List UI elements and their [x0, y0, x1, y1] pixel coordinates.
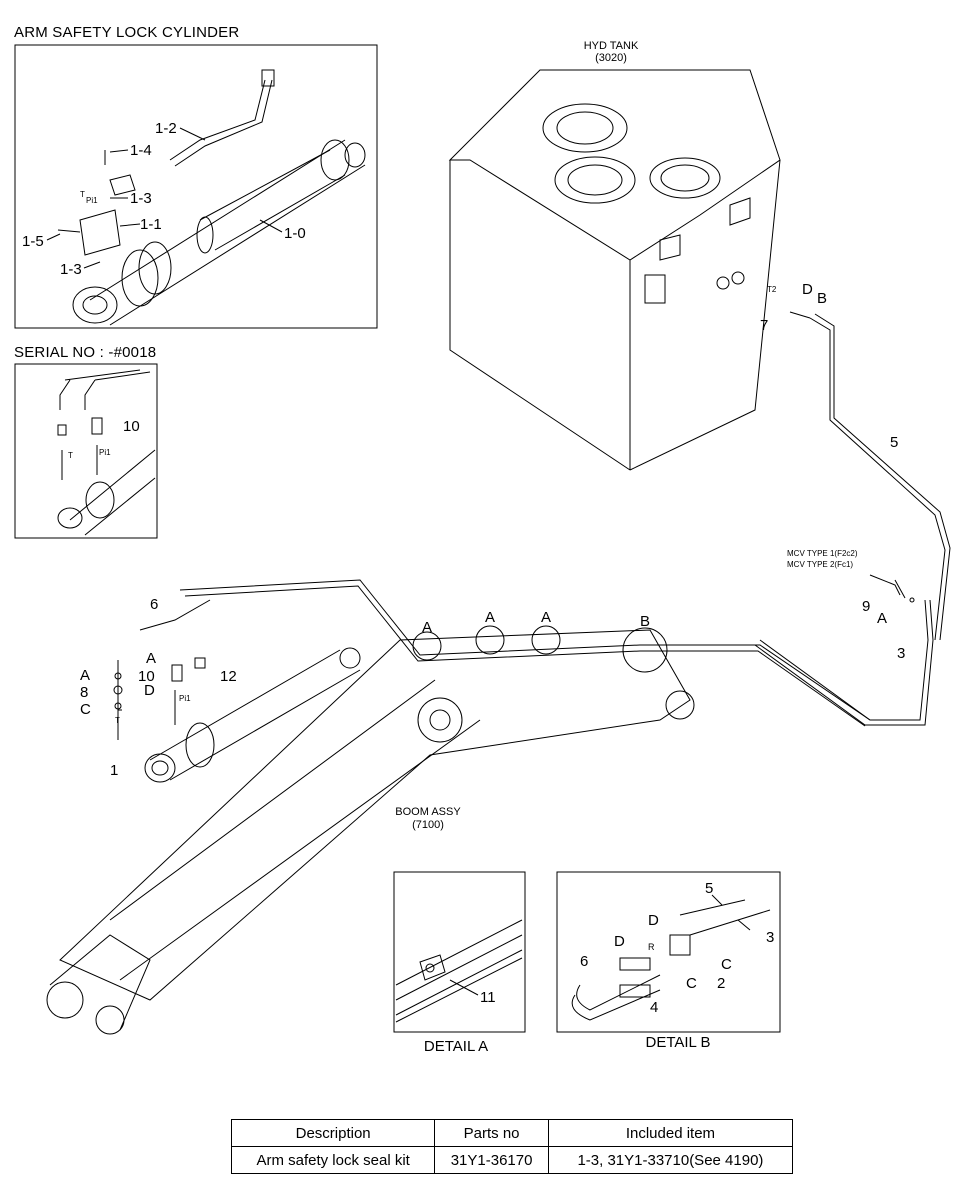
detail-a-marker-3 [531, 625, 561, 655]
label-1-1: 1-1 [140, 216, 162, 233]
circle-label-a2: A [485, 609, 495, 626]
table-header: Description [230, 1119, 436, 1147]
serial-title: SERIAL NO : -#0018 [14, 344, 157, 361]
circle-label-b: B [640, 613, 650, 630]
label-10: 10 [138, 668, 155, 685]
detail-b-label-r: R [648, 942, 655, 952]
table-header: Included item [547, 1119, 794, 1147]
detail-b-label-4: 4 [650, 999, 658, 1016]
detail-b-label-5: 5 [705, 880, 713, 897]
arm-cylinder-inset-frame [14, 44, 378, 329]
serial-inset-frame [14, 363, 158, 539]
table-cell: Arm safety lock seal kit [230, 1146, 436, 1174]
label-inset-pi1: Pi1 [86, 196, 98, 205]
label-9: 9 [862, 598, 870, 615]
arm-cylinder-title: ARM SAFETY LOCK CYLINDER [14, 24, 240, 41]
label-c-left: C [80, 701, 91, 718]
detail-b-label-d2: D [614, 933, 625, 950]
mcv-type2: MCV TYPE 2(Fc1) [787, 560, 853, 569]
hyd-tank-title: HYD TANK [584, 40, 639, 52]
detail-b-marker [622, 627, 668, 673]
label-12: 12 [220, 668, 237, 685]
table-header: Parts no [434, 1119, 549, 1147]
label-6: 6 [150, 596, 158, 613]
boom-assy-code: (7100) [412, 819, 444, 831]
detail-a-marker-2 [475, 625, 505, 655]
label-inset-t: T [80, 190, 85, 199]
hose-pipe-upper [179, 579, 871, 721]
label-b-tank: B [817, 290, 827, 307]
hose-5 [809, 317, 946, 641]
label-5: 5 [890, 434, 898, 451]
detail-b-label-c1: C [721, 956, 732, 973]
boom-assy-title: BOOM ASSY [395, 806, 461, 818]
boom-drawing [46, 629, 695, 1035]
label-7: 7 [760, 317, 768, 334]
detail-b-frame [556, 871, 781, 1033]
detail-a-title: DETAIL A [424, 1038, 488, 1055]
circle-label-a3: A [541, 609, 551, 626]
label-d-tank: D [802, 281, 813, 298]
label-t2: T2 [767, 285, 777, 294]
label-pi1-main: Pi1 [179, 694, 191, 703]
table-cell: 31Y1-36170 [434, 1146, 549, 1174]
circle-label-a1: A [422, 619, 432, 636]
detail-b-label-c2: C [686, 975, 697, 992]
mcv-type1: MCV TYPE 1(F2c2) [787, 549, 858, 558]
table-header-row: Description Parts no Included item [230, 1119, 794, 1147]
label-serial-t: T [68, 451, 73, 460]
table-row: Arm safety lock seal kit 31Y1-36170 1-3,… [230, 1146, 794, 1174]
detail-b-title: DETAIL B [645, 1034, 710, 1051]
hyd-tank-drawing [448, 69, 781, 471]
label-1-3-top: 1-3 [130, 190, 152, 207]
detail-a-frame [393, 871, 526, 1033]
boom-cylinder-drawing [144, 647, 361, 783]
parts-table: Description Parts no Included item Arm s… [230, 1119, 794, 1174]
label-serial-10: 10 [123, 418, 140, 435]
label-1-0: 1-0 [284, 225, 306, 242]
detail-a-label-11: 11 [480, 989, 496, 1006]
label-3: 3 [897, 645, 905, 662]
label-1: 1 [110, 762, 118, 779]
detail-b-label-d1: D [648, 912, 659, 929]
label-a-left: A [80, 667, 90, 684]
label-d-mid: D [144, 682, 155, 699]
detail-b-label-2: 2 [717, 975, 725, 992]
detail-a-marker-1 [412, 631, 442, 661]
label-a-top: A [146, 650, 156, 667]
label-1-2: 1-2 [155, 120, 177, 137]
label-t-left: T [115, 716, 120, 725]
detail-b-label-3: 3 [766, 929, 774, 946]
label-1-5: 1-5 [22, 233, 44, 250]
arm-cylinder-drawing [57, 69, 366, 326]
label-serial-pi1: Pi1 [99, 448, 111, 457]
label-1-4: 1-4 [130, 142, 152, 159]
table-cell: 1-3, 31Y1-33710(See 4190) [547, 1146, 794, 1174]
detail-b-label-6: 6 [580, 953, 588, 970]
hyd-tank-code: (3020) [595, 52, 627, 64]
label-8: 8 [80, 684, 88, 701]
serial-inset-drawing [57, 369, 156, 536]
label-1-3-bottom: 1-3 [60, 261, 82, 278]
label-a-mcv: A [877, 610, 887, 627]
hose-3 [759, 599, 929, 721]
